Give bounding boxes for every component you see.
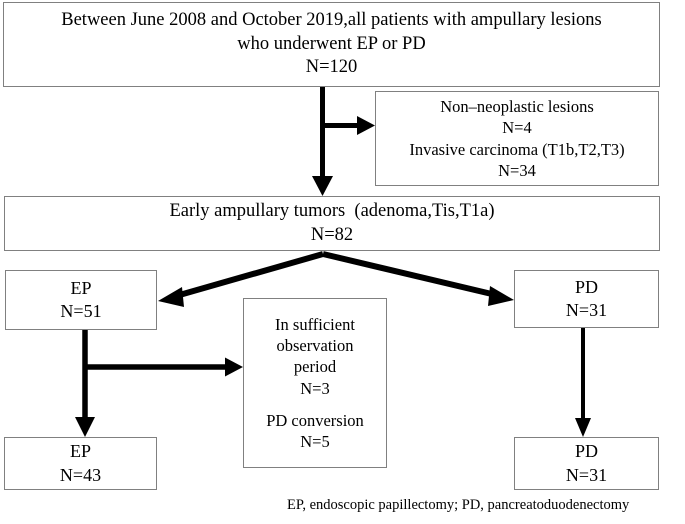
arrow-pd-to-pd-bottom (575, 328, 591, 437)
node-pd-treatment: PD N=31 (514, 270, 659, 328)
arrow-ep-to-middle-excluded (85, 357, 243, 377)
ep-exclusion-conversion-label: PD conversion (266, 410, 364, 430)
node-pd-analyzed: PD N=31 (514, 437, 659, 490)
ep-exclusion-insufficient-count: N=3 (300, 378, 330, 398)
node-ep-treatment: EP N=51 (5, 270, 157, 330)
pd-treatment-count: N=31 (565, 300, 608, 320)
early-tumors-count: N=82 (310, 224, 354, 245)
arrow-cohort-to-excluded (322, 116, 375, 135)
arrow-ep-to-ep-bottom (75, 330, 95, 437)
arrow-cohort-to-early (312, 87, 333, 196)
figure-footnote: EP, endoscopic papillectomy; PD, pancrea… (287, 497, 630, 513)
node-study-cohort: Between June 2008 and October 2019,all p… (3, 2, 660, 87)
excluded-nonneoplastic-count: N=4 (502, 118, 532, 138)
node-early-ampullary-tumors: Early ampullary tumors (adenoma,Tis,T1a)… (4, 196, 660, 251)
ep-treatment-count: N=51 (60, 301, 102, 321)
node-excluded-lesions: Non–neoplastic lesions N=4 Invasive carc… (375, 91, 659, 186)
ep-analyzed-count: N=43 (59, 464, 102, 485)
arrow-early-to-pd (322, 251, 514, 306)
pd-treatment-label: PD (574, 276, 598, 297)
early-tumors-label: Early ampullary tumors (adenoma,Tis,T1a) (169, 200, 495, 221)
ep-treatment-label: EP (70, 277, 92, 298)
node-ep-exclusions: In sufficient observation period N=3 PD … (243, 298, 387, 468)
ep-analyzed-label: EP (69, 441, 91, 462)
cohort-line-1: Between June 2008 and October 2019,all p… (61, 9, 602, 30)
cohort-line-2: who underwent EP or PD (237, 33, 426, 54)
ep-exclusion-insufficient-line-3: period (293, 357, 337, 377)
arrow-early-to-ep (158, 251, 324, 307)
ep-exclusion-conversion-count: N=5 (300, 431, 330, 451)
pd-analyzed-count: N=31 (565, 464, 608, 485)
excluded-nonneoplastic-label: Non–neoplastic lesions (440, 97, 594, 117)
excluded-invasive-count: N=34 (498, 160, 536, 180)
pd-analyzed-label: PD (574, 441, 598, 462)
node-ep-analyzed: EP N=43 (4, 437, 157, 490)
ep-exclusion-insufficient-line-2: observation (276, 336, 354, 356)
cohort-count: N=120 (305, 57, 358, 78)
ep-exclusion-insufficient-line-1: In sufficient (275, 315, 355, 335)
excluded-invasive-label: Invasive carcinoma (T1b,T2,T3) (409, 139, 625, 159)
